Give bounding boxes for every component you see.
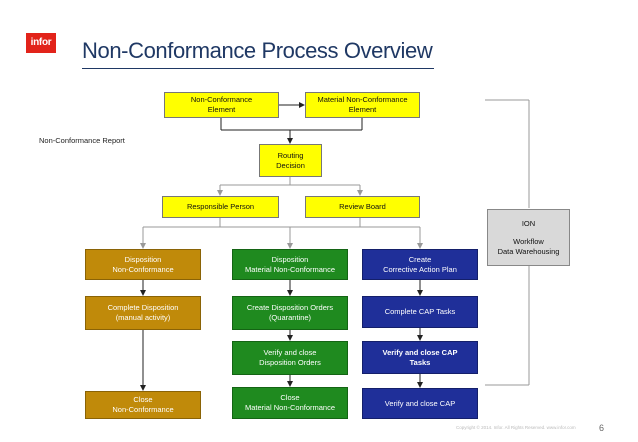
nc-element-line1: Non-Conformance [190, 95, 253, 104]
verify-close-disposition-orders-line2: Disposition Orders [259, 358, 321, 367]
title-underline [82, 68, 434, 69]
create-disposition-orders-box: Create Disposition Orders(Quarantine) [232, 296, 348, 330]
create-disposition-orders-line1: Create Disposition Orders [246, 303, 334, 312]
verify-close-disposition-orders-line1: Verify and close [263, 348, 317, 357]
nc-report-label: Non-Conformance Report [39, 136, 125, 145]
verify-close-cap-label: Verify and close CAP [384, 398, 456, 408]
complete-disposition-box: Complete Disposition(manual activity) [85, 296, 201, 330]
close-nc-line2: Non-Conformance [112, 405, 174, 414]
disposition-nc-line1: Disposition [124, 254, 162, 264]
material-nc-element-line1: Material Non-Conformance [317, 95, 408, 104]
complete-disposition-line2: (manual activity) [115, 313, 171, 322]
verify-close-cap-tasks-line2: Tasks [409, 357, 431, 367]
disposition-nc-line2: Non-Conformance [112, 264, 174, 274]
ion-title: ION [521, 218, 536, 228]
complete-disposition-line1: Complete Disposition [107, 303, 179, 312]
ion-workflow: Workflow [513, 236, 544, 246]
review-board-label: Review Board [339, 202, 386, 211]
ion-box: ION Workflow Data Warehousing [487, 209, 570, 266]
complete-cap-tasks-box: Complete CAP Tasks [362, 296, 478, 328]
routing-decision-line2: Decision [276, 160, 305, 170]
responsible-person-box: Responsible Person [162, 196, 279, 218]
infor-logo: infor [26, 33, 56, 53]
close-material-nc-line1: Close [280, 393, 300, 402]
close-nc-line1: Close [133, 395, 153, 404]
review-board-box: Review Board [305, 196, 420, 218]
create-cap-line2: Corrective Action Plan [383, 264, 457, 274]
create-cap-line1: Create [408, 254, 432, 264]
nc-element-line2: Element [207, 105, 236, 114]
responsible-person-label: Responsible Person [186, 202, 255, 211]
routing-decision-line1: Routing [277, 150, 304, 160]
ion-data-warehousing: Data Warehousing [497, 246, 560, 256]
close-material-nc-line2: Material Non-Conformance [244, 403, 336, 412]
verify-close-cap-box: Verify and close CAP [362, 388, 478, 419]
complete-cap-tasks-label: Complete CAP Tasks [384, 307, 456, 316]
create-disposition-orders-line2: (Quarantine) [268, 313, 312, 322]
page-number: 6 [599, 423, 605, 433]
disposition-material-nc-line1: Disposition [271, 254, 309, 264]
page-title: Non-Conformance Process Overview [82, 38, 433, 63]
disposition-material-nc-line2: Material Non-Conformance [244, 264, 336, 274]
ion-spacer [498, 229, 560, 237]
copyright-footer: Copyright © 2014. Infor. All Rights Rese… [456, 425, 576, 430]
material-nc-element-line2: Element [348, 105, 377, 114]
verify-close-cap-tasks-line1: Verify and close CAP [382, 347, 458, 357]
